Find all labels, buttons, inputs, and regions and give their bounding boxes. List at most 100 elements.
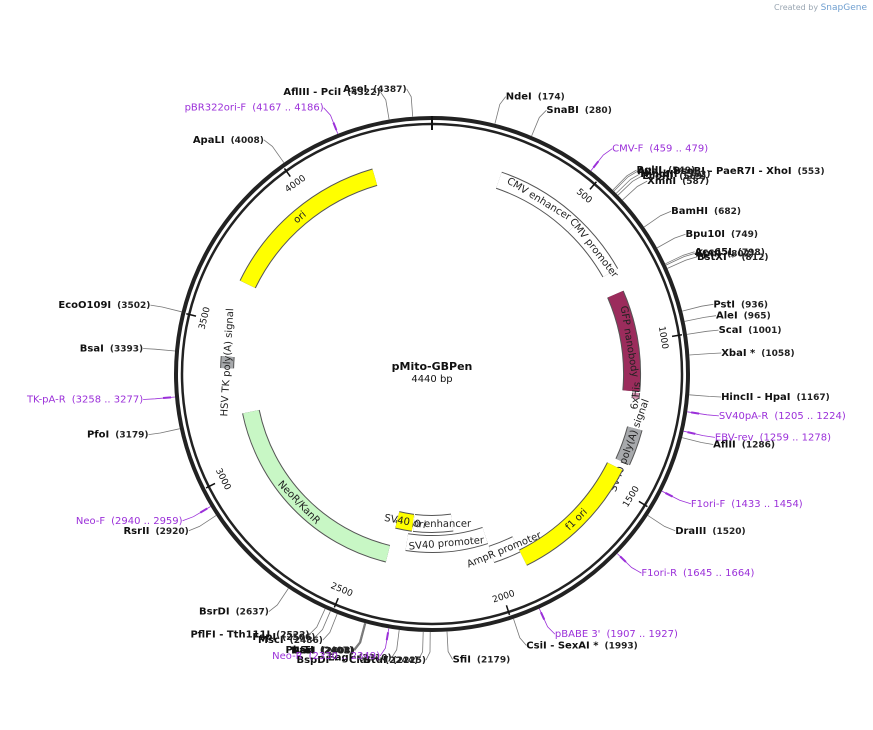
site-position: (549) — [668, 166, 695, 176]
site-name: AleI — [716, 311, 738, 322]
primer-name: Neo-F — [76, 516, 106, 527]
primer-position: (2940 .. 2959) — [111, 516, 183, 527]
primer-label: F1ori-R(1645 .. 1664) — [641, 568, 754, 579]
primer-name: EBV-rev — [715, 432, 754, 443]
site-position: (2405) — [321, 646, 354, 656]
site-name: Acc65I — [695, 247, 732, 258]
feature-label: CMV promoter — [567, 217, 620, 281]
primer-leader — [323, 107, 339, 134]
site-name: DraIII — [675, 526, 706, 537]
site-position: (2486) — [290, 636, 323, 646]
site-leader — [615, 173, 641, 194]
site-position: (553) — [798, 167, 825, 177]
site-position: (2244) — [385, 656, 418, 666]
site-position: (174) — [538, 93, 565, 103]
feature-label: 6xHis — [629, 381, 643, 410]
bp-tick-label: 3500 — [198, 306, 213, 331]
site-label: BglII(549) — [637, 165, 696, 176]
site-position: (812) — [741, 253, 768, 263]
primer-position: (1645 .. 1664) — [683, 568, 755, 579]
site-name: NarI — [291, 645, 315, 656]
site-label: HincII - HpaI(1167) — [721, 392, 830, 403]
site-name: PfoI — [87, 430, 109, 441]
site-label: XbaI *(1058) — [721, 348, 794, 359]
site-leader — [612, 169, 637, 191]
site-name: HindIII — [640, 169, 677, 180]
site-name: XmnI — [647, 176, 676, 187]
primer-position: (2330 .. 2349) — [309, 651, 381, 662]
bp-tick-label: 500 — [574, 187, 594, 206]
site-position: (1001) — [748, 326, 781, 336]
site-leader — [315, 611, 331, 638]
site-position: (749) — [731, 230, 758, 240]
feature-sv40-enhancer: SV40 enhancer — [395, 513, 472, 533]
primer-leader — [590, 148, 613, 172]
leader-lines-group — [143, 88, 722, 661]
primer-label: EBV-rev(1259 .. 1278) — [715, 432, 831, 443]
primer-leader — [143, 396, 176, 400]
primer-label: Neo-R(2330 .. 2349) — [272, 651, 380, 662]
site-position: (280) — [585, 106, 612, 116]
feature-ori: ori — [239, 168, 378, 289]
feature-label: NeoR/KanR — [275, 479, 322, 527]
snapgene-brand: SnapGene — [820, 3, 867, 13]
site-position: (1993) — [604, 641, 637, 651]
site-leader — [263, 139, 285, 163]
site-position: (2179) — [477, 656, 510, 666]
site-leader — [150, 304, 182, 313]
site-leader — [613, 170, 638, 192]
bp-tick — [638, 500, 648, 508]
primer-name: pBABE 3' — [555, 629, 601, 640]
site-leader — [188, 515, 217, 532]
primer-label: pBABE 3'(1907 .. 1927) — [555, 629, 678, 640]
site-label: SnaBI(280) — [546, 105, 611, 116]
site-name: AflII — [713, 439, 736, 450]
site-name: StuI — [364, 655, 387, 666]
site-label: PflFI - Tth111I(2522) — [190, 629, 309, 640]
site-name: BsaI — [80, 344, 104, 355]
site-leader — [143, 348, 176, 352]
site-position: (4008) — [231, 136, 264, 146]
site-label: AflIII - PciI(4322) — [283, 87, 380, 98]
site-position: (2506) — [282, 633, 315, 643]
site-position: (2920) — [156, 527, 189, 537]
site-label: AseI(4387) — [343, 84, 406, 95]
site-leader — [665, 252, 696, 266]
site-name: EcoRI — [642, 171, 673, 182]
site-position: (1520) — [712, 527, 745, 537]
feature-gfp-nanobody: GFP nanobody — [607, 290, 641, 392]
site-name: BsrDI — [199, 607, 230, 618]
site-position: (569) — [679, 172, 706, 182]
feature-sv40-promoter: SV40 promoter — [405, 526, 489, 553]
bp-tick — [333, 597, 339, 608]
site-label: PstI(936) — [713, 299, 768, 310]
site-leader — [494, 96, 507, 124]
site-leader — [684, 315, 717, 322]
site-name: BamHI — [671, 206, 708, 217]
feature-label: CMV enhancer — [505, 176, 574, 224]
bp-tick — [589, 181, 598, 190]
site-position: (4387) — [373, 85, 406, 95]
site-leader — [352, 622, 365, 651]
site-label: AleI(965) — [716, 311, 771, 322]
site-label: PluTI(2407) — [285, 645, 353, 656]
site-name: CsiI - SexAI * — [526, 640, 599, 651]
site-leader — [643, 210, 672, 228]
site-position: (2403) — [321, 646, 354, 656]
site-name: EcoO109I — [58, 300, 111, 311]
site-label: EcoO109I(3502) — [58, 300, 150, 311]
site-label: PfoI(3179) — [87, 430, 149, 441]
site-name: KasI — [291, 645, 315, 656]
bp-tick-label: 3000 — [213, 467, 232, 492]
site-position: (2404) — [321, 646, 354, 656]
primer-leader — [617, 553, 642, 574]
site-leader — [446, 631, 453, 660]
site-position: (4322) — [347, 88, 380, 98]
site-leader — [425, 631, 431, 661]
site-leader — [268, 588, 289, 612]
site-leader — [148, 428, 180, 435]
site-label: MscI(2486) — [258, 635, 323, 646]
site-label: FspI(2506) — [252, 632, 315, 643]
site-label: ScaI(1001) — [719, 325, 782, 336]
site-name: SfoI — [293, 645, 315, 656]
